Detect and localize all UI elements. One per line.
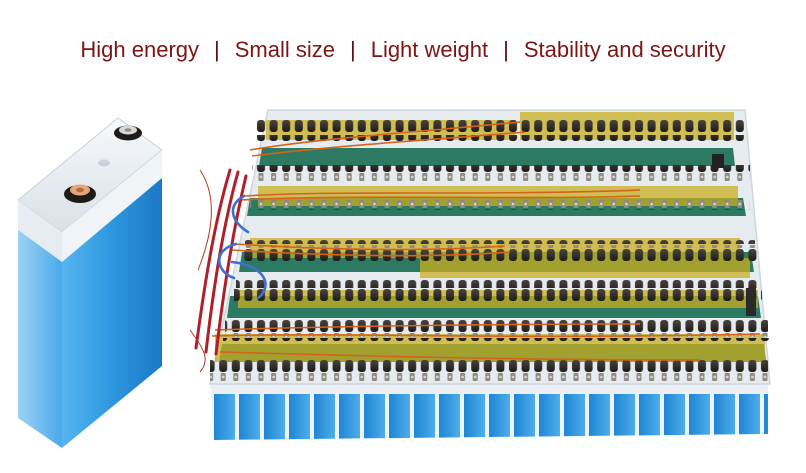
single-cell-image [17, 117, 163, 448]
feature-separator: | [349, 37, 356, 62]
feature-small-size: Small size [234, 37, 335, 62]
feature-headline: High energy | Small size | Light weight … [0, 30, 806, 70]
feature-separator: | [503, 37, 509, 62]
feature-high-energy: High energy [80, 37, 200, 62]
feature-stability-security: Stability and security [523, 37, 726, 62]
battery-pack-image [189, 109, 771, 440]
feature-separator: | [214, 37, 220, 62]
feature-light-weight: Light weight [370, 37, 489, 62]
